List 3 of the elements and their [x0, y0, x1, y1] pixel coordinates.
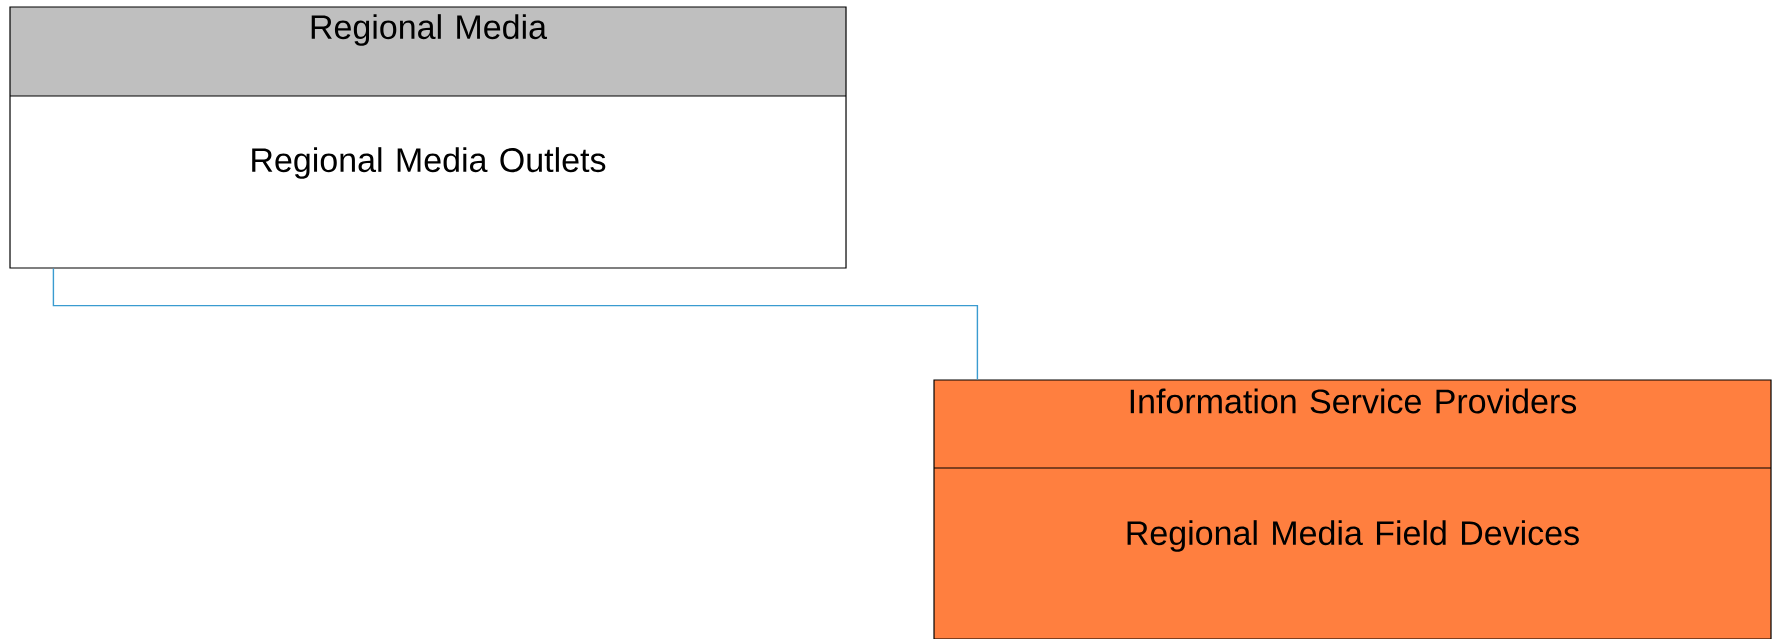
titled-box: Regional Media Regional Media Outlets [9, 6, 847, 269]
connector-line [52, 267, 979, 381]
titled-box: Information Service Providers Regional Media Field Devices [933, 379, 1772, 639]
